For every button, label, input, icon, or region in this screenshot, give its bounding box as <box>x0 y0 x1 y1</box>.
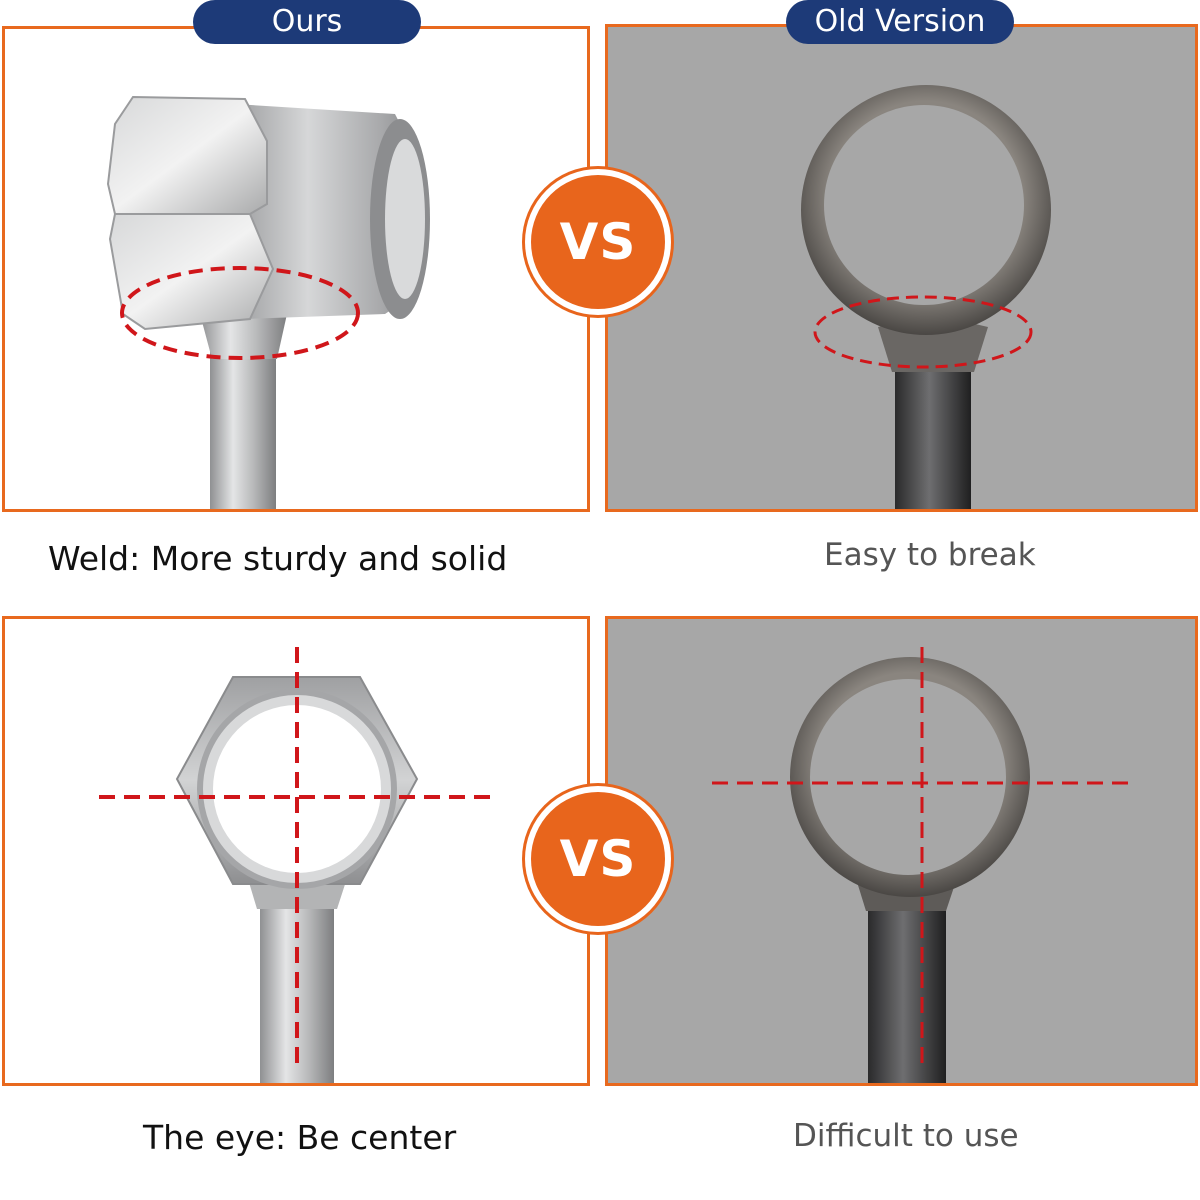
old-weld-photo <box>801 85 1051 509</box>
ours-eye-photo <box>99 647 499 1083</box>
old-version-label: Old Version <box>786 0 1014 44</box>
vs-badge-bottom: VS <box>531 792 665 926</box>
ours-weld-caption: Weld: More sturdy and solid <box>48 539 508 578</box>
old-eye-panel <box>605 616 1198 1086</box>
ours-label: Ours <box>193 0 421 44</box>
vs-badge-top: VS <box>531 175 665 309</box>
old-eye-caption: Difficult to use <box>793 1118 1019 1154</box>
weld-highlight-ellipse <box>120 266 360 360</box>
ours-weld-photo <box>106 95 430 509</box>
ours-eye-panel <box>2 616 590 1086</box>
old-eye-photo <box>712 647 1128 1083</box>
weld-highlight-ellipse <box>813 295 1033 369</box>
old-weld-panel <box>605 24 1198 512</box>
ours-weld-panel <box>2 26 590 512</box>
ours-eye-caption: The eye: Be center <box>143 1118 457 1157</box>
old-weld-caption: Easy to break <box>824 537 1036 573</box>
